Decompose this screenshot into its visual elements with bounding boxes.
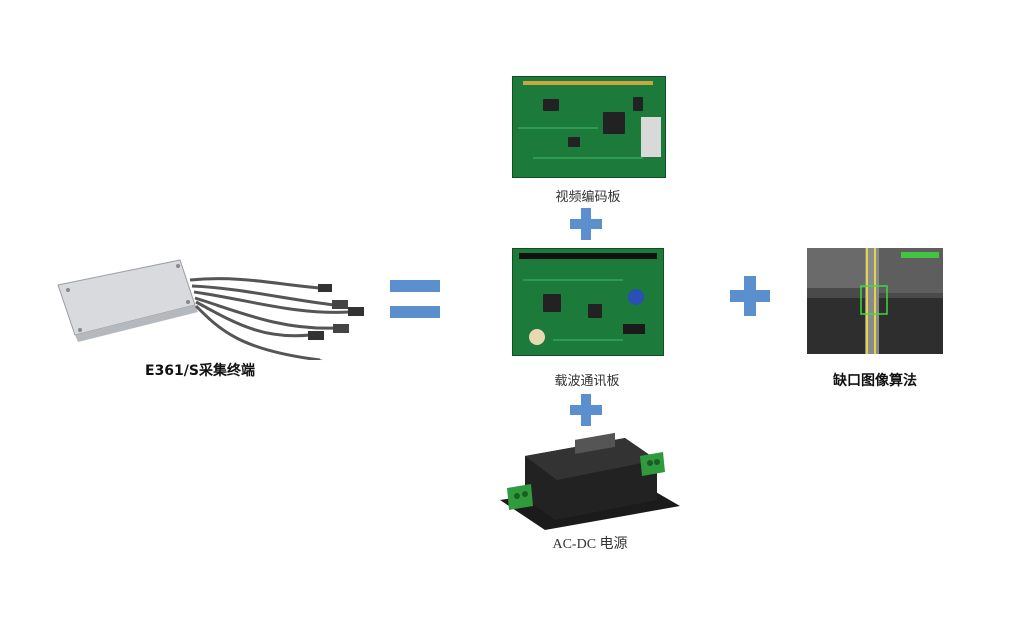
carrier-board-label: 载波通讯板 [554,374,620,389]
power-module-image [495,428,685,538]
power-module-illustration [500,432,680,530]
carrier-board-image [512,248,664,356]
equals-operator [390,280,440,320]
video-board-label: 视频编码板 [555,190,621,205]
algorithm-label: 缺口图像算法 [833,373,917,389]
algorithm-image-illustration [807,248,943,354]
terminal-device-illustration [57,259,364,367]
equals-bar-top [390,280,440,292]
terminal-label: E361/S采集终端 [145,363,255,379]
video-board-image [512,76,666,178]
plus-operator-2 [570,394,602,426]
plus-operator-1 [570,208,602,240]
power-label: AC-DC 电源 [552,537,628,552]
equals-bar-bottom [390,306,440,318]
terminal-device [50,250,380,367]
algorithm-image [807,248,943,354]
plus-operator-3 [730,276,770,316]
